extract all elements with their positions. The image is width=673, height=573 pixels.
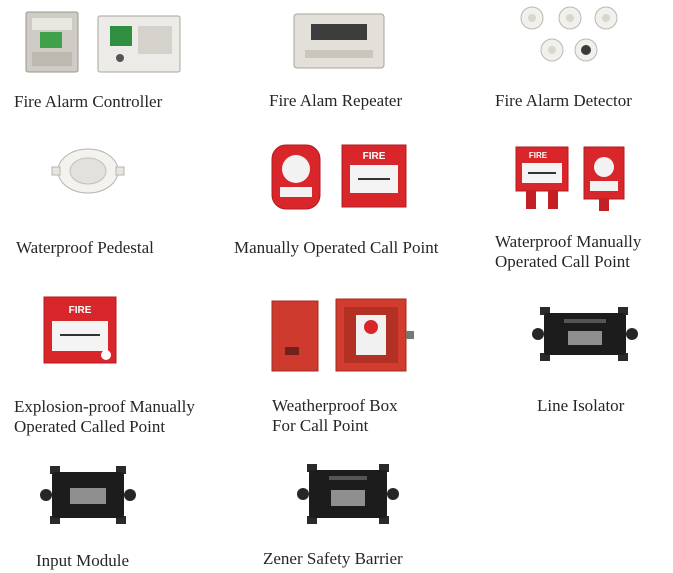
caption-input-module: Input Module	[36, 551, 130, 570]
caption-zener-safety-barrier: Zener Safety Barrier	[263, 549, 403, 568]
caption-line-isolator: Line Isolator	[537, 396, 625, 415]
line-isolator-image	[530, 305, 640, 363]
manual-call-point-image: FIRE	[270, 143, 408, 211]
weatherproof-box-image	[270, 297, 418, 373]
caption-waterproof-manual-call-point: Waterproof Manually Operated Call Point	[495, 232, 642, 271]
caption-fire-alarm-controller: Fire Alarm Controller	[14, 92, 163, 111]
waterproof-pedestal-image	[50, 145, 126, 197]
waterproof-call-point-fire-label: FIRE	[529, 151, 548, 160]
fire-alarm-detector-image	[518, 6, 622, 68]
caption-waterproof-pedestal: Waterproof Pedestal	[16, 238, 154, 257]
caption-weatherproof-box: Weatherproof Box For Call Point	[272, 396, 398, 435]
caption-fire-alarm-detector: Fire Alarm Detector	[495, 91, 632, 110]
waterproof-manual-call-point-image: FIRE	[514, 145, 628, 213]
call-point-fire-label: FIRE	[363, 151, 386, 162]
fire-alarm-repeater-image	[293, 12, 385, 70]
zener-safety-barrier-image	[295, 462, 401, 526]
caption-manual-call-point: Manually Operated Call Point	[234, 238, 439, 257]
explosion-proof-fire-label: FIRE	[69, 305, 92, 316]
caption-explosion-proof-call-point: Explosion-proof Manually Operated Called…	[14, 397, 195, 436]
fire-alarm-controller-image	[24, 10, 184, 76]
input-module-image	[38, 464, 138, 526]
caption-fire-alarm-repeater: Fire Alam Repeater	[269, 91, 403, 110]
explosion-proof-call-point-image: FIRE	[42, 295, 118, 365]
